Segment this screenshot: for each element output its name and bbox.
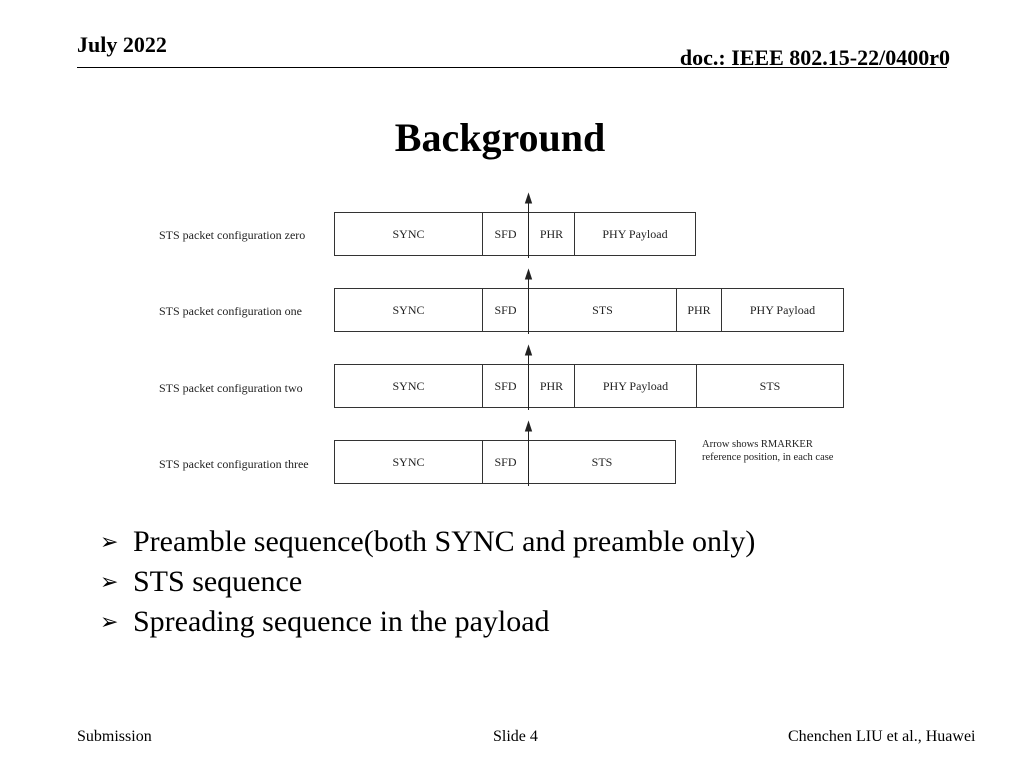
header-doc-id: doc.: IEEE 802.15-22/0400r0 (679, 45, 950, 70)
field-sts: STS (759, 378, 781, 393)
field-sfd: SFD (483, 289, 529, 331)
field-sfd: SFD (483, 365, 529, 407)
field-phr: PHR (529, 365, 575, 407)
footer-author: Chenchen LIU et al., Huawei (788, 728, 976, 745)
bullet-item: ➢ STS sequence (100, 562, 755, 602)
bullet-text: Spreading sequence in the payload (133, 605, 550, 638)
header-rule (77, 67, 947, 68)
field-sfd: SFD (483, 213, 529, 255)
header-date: July 2022 (77, 32, 167, 57)
rmarker-arrowhead-zero (524, 192, 533, 204)
field-phr: PHR (677, 289, 722, 331)
row-label-three: STS packet configuration three (159, 457, 309, 471)
rmarker-arrowhead-three (524, 420, 533, 432)
arrow-bullet-icon: ➢ (100, 529, 119, 554)
field-sync: SYNC (335, 289, 483, 331)
bullet-list: ➢ Preamble sequence(both SYNC and preamb… (100, 522, 755, 642)
footer-slide-number: Slide 4 (493, 728, 538, 745)
slide-title: Background (394, 115, 606, 160)
field-sync: SYNC (335, 441, 483, 483)
row-label-one: STS packet configuration one (159, 304, 302, 318)
bullet-text: Preamble sequence(both SYNC and preamble… (133, 525, 756, 558)
field-phy-payload: PHY Payload (602, 226, 668, 241)
packet-config-two: SYNC SFD PHR PHY Payload STS (334, 364, 844, 408)
field-sync: SYNC (335, 213, 483, 255)
rmarker-note: Arrow shows RMARKER reference position, … (702, 438, 862, 464)
rmarker-note-line2: reference position, in each case (702, 452, 834, 463)
packet-config-zero: SYNC SFD PHR PHY Payload (334, 212, 696, 256)
arrow-bullet-icon: ➢ (100, 569, 119, 594)
packet-config-one: SYNC SFD STS PHR PHY Payload (334, 288, 844, 332)
footer-submission: Submission (77, 728, 152, 745)
field-sts: STS (591, 454, 613, 469)
rmarker-arrowhead-one (524, 268, 533, 280)
packet-config-three: SYNC SFD STS (334, 440, 676, 484)
rmarker-arrowhead-two (524, 344, 533, 356)
field-sfd: SFD (483, 441, 529, 483)
row-label-two: STS packet configuration two (159, 381, 303, 395)
field-phy-payload: PHY Payload (749, 302, 816, 317)
field-phy-payload: PHY Payload (575, 365, 697, 407)
row-label-zero: STS packet configuration zero (159, 228, 306, 242)
bullet-text: STS sequence (133, 565, 303, 598)
bullet-item: ➢ Spreading sequence in the payload (100, 602, 755, 642)
bullet-item: ➢ Preamble sequence(both SYNC and preamb… (100, 522, 755, 562)
field-sync: SYNC (335, 365, 483, 407)
arrow-bullet-icon: ➢ (100, 609, 119, 634)
field-sts: STS (529, 289, 677, 331)
rmarker-note-line1: Arrow shows RMARKER (702, 439, 813, 450)
field-phr: PHR (529, 213, 575, 255)
